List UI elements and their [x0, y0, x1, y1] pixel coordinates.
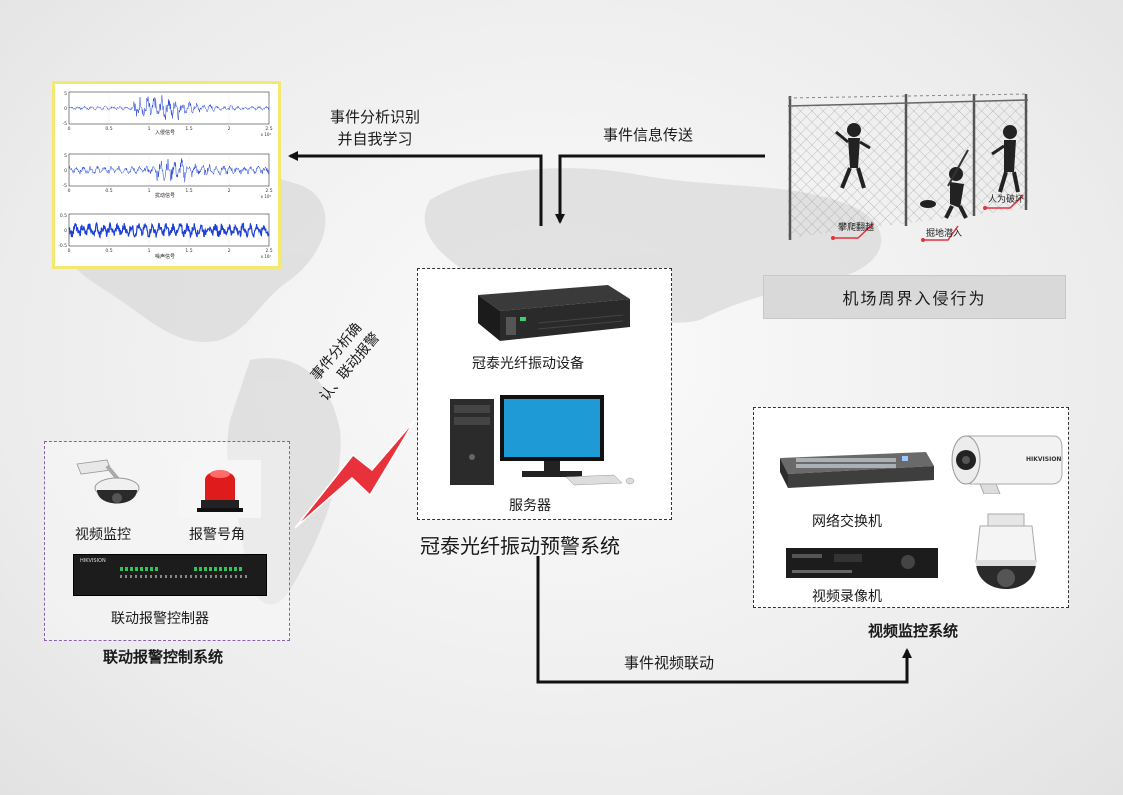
central-system-title: 冠泰光纤振动预警系统 [420, 534, 620, 558]
x-tick-label: 2.5 [265, 188, 272, 194]
waveform-trace [68, 95, 270, 121]
info-transfer-text: 事件信息传送 [603, 126, 694, 144]
controller-ports [120, 575, 250, 578]
y-tick-label: -0.5 [58, 243, 67, 249]
analysis-arrow [288, 151, 543, 226]
alarm-system-box: 视频监控 报警号角 HIKVISION 联动报警控制器 [44, 441, 290, 641]
x-tick-label: 1 [148, 126, 151, 132]
disturbance-signal-label: 扰动信号 [155, 193, 176, 199]
x-tick-label: 2.5 [265, 126, 272, 132]
controller-leds-right [194, 567, 244, 571]
central-system-box: 冠泰光纤振动设备 服务器 [417, 268, 672, 520]
x-tick-label: 0 [68, 188, 71, 194]
climb-tag: 攀爬翻越 [838, 223, 875, 233]
x-tick-label: 1.5 [185, 248, 192, 254]
x-tick-label: 0 [68, 248, 71, 254]
recorder-label: 视频录像机 [812, 589, 882, 605]
x-exponent-label: x 10⁴ [261, 254, 272, 259]
waveform-trace [68, 221, 270, 239]
alarm-system-title: 联动报警控制系统 [103, 648, 224, 666]
x-exponent-label: x 10⁴ [261, 132, 272, 137]
controller-leds-left [120, 567, 160, 571]
x-tick-label: 1 [148, 248, 151, 254]
intrusion-caption-box: 机场周界入侵行为 [763, 275, 1066, 319]
analysis-line-1: 事件分析识别 [330, 108, 421, 126]
server-label: 服务器 [509, 498, 551, 514]
switch-label: 网络交换机 [812, 514, 882, 530]
analysis-text: 事件分析识别 并自我学习 [330, 106, 420, 150]
y-tick-label: 0 [64, 228, 67, 234]
x-tick-label: 0 [68, 126, 71, 132]
controller-brand: HIKVISION [80, 558, 106, 564]
waveform-trace [68, 158, 270, 183]
y-tick-label: 5 [64, 153, 67, 159]
y-tick-label: 0.5 [60, 213, 67, 219]
alarm-horn-icon [179, 460, 261, 518]
y-tick-label: 0 [64, 106, 67, 112]
camera-brand: HIKVISION [1026, 456, 1062, 463]
ptz-dome-camera-icon [975, 513, 1037, 589]
intrusion-caption: 机场周界入侵行为 [842, 289, 987, 308]
rack-device-icon [478, 285, 630, 341]
x-tick-label: 0.5 [105, 188, 112, 194]
intrusion-signal-label: 入侵信号 [155, 130, 176, 136]
x-tick-label: 2.5 [265, 248, 272, 254]
video-system-title: 视频监控系统 [868, 622, 959, 640]
cutter-figure [991, 125, 1020, 193]
x-exponent-label: x 10⁴ [261, 194, 272, 199]
x-tick-label: 0.5 [105, 126, 112, 132]
y-tick-label: -5 [63, 183, 68, 189]
x-tick-label: 2 [228, 188, 231, 194]
y-tick-label: 5 [64, 91, 67, 97]
bullet-camera-icon [951, 435, 1063, 494]
controller-label: 联动报警控制器 [111, 611, 209, 627]
analysis-line-2: 并自我学习 [337, 130, 413, 148]
info-transfer-arrow [555, 154, 765, 224]
dome-camera-icon [76, 459, 140, 504]
noise-signal-label: 噪声信号 [155, 254, 176, 260]
lightning-bolt [294, 419, 416, 529]
climber-figure [835, 123, 871, 189]
x-tick-label: 1.5 [185, 126, 192, 132]
x-tick-label: 1.5 [185, 188, 192, 194]
device-label: 冠泰光纤振动设备 [472, 356, 584, 372]
network-switch-icon [780, 452, 934, 488]
x-tick-label: 2 [228, 248, 231, 254]
video-system-box: 网络交换机 HIKVISION 视频录像机 [753, 407, 1069, 608]
fence-intrusion-scene: 攀爬翻越 掘地潜入 人为破坏 [778, 88, 1038, 248]
video-linkage-text: 事件视频联动 [624, 654, 715, 672]
fence-illustration [787, 93, 1029, 242]
digger-figure [920, 149, 969, 219]
camera-label: 视频监控 [75, 527, 131, 543]
dig-tag: 掘地潜入 [926, 229, 963, 239]
y-tick-label: 0 [64, 168, 67, 174]
server-computer-icon [450, 395, 635, 486]
y-tick-label: -5 [63, 121, 68, 127]
damage-tag: 人为破坏 [988, 195, 1025, 205]
x-tick-label: 0.5 [105, 248, 112, 254]
video-linkage-arrow [536, 556, 912, 684]
video-recorder-icon [786, 548, 938, 578]
x-tick-label: 2 [228, 126, 231, 132]
x-tick-label: 1 [148, 188, 151, 194]
alarm-controller-unit: HIKVISION [73, 554, 267, 596]
horn-label: 报警号角 [189, 527, 245, 543]
